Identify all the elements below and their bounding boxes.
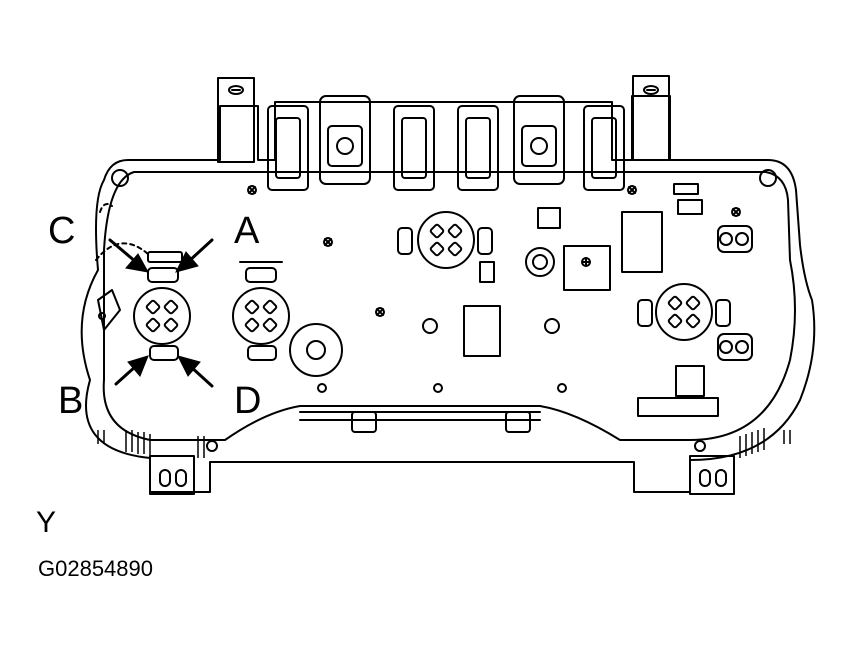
connector-socket xyxy=(393,105,435,191)
bulb-socket-center xyxy=(232,287,290,345)
arrow-b xyxy=(114,355,149,386)
connector-socket xyxy=(267,105,309,191)
view-label: Y xyxy=(36,506,57,539)
arrow-d xyxy=(177,355,214,388)
callout-label-b: B xyxy=(58,380,84,422)
callout-label-a: A xyxy=(234,210,260,252)
boss-small xyxy=(525,247,555,277)
connector-socket xyxy=(583,105,625,191)
inner-frame xyxy=(102,171,796,441)
connector-socket xyxy=(457,105,499,191)
boss-large xyxy=(289,323,343,377)
bulb-socket-right xyxy=(655,283,713,341)
figure-code: G02854890 xyxy=(38,556,153,581)
screw xyxy=(323,237,333,247)
screw xyxy=(627,185,637,195)
screw xyxy=(581,257,591,267)
bulb-socket-left xyxy=(133,287,191,345)
lamp-socket xyxy=(319,95,371,185)
screw xyxy=(247,185,257,195)
lamp-socket xyxy=(513,95,565,185)
bottom-tab-left xyxy=(149,455,195,495)
housing-outline xyxy=(80,95,816,493)
top-tab-left xyxy=(217,77,255,163)
screw xyxy=(731,207,741,217)
screw xyxy=(375,307,385,317)
arrow-a xyxy=(175,238,214,273)
callout-label-c: C xyxy=(48,210,76,252)
bulb-socket-upper xyxy=(417,211,475,269)
arrow-c xyxy=(108,238,149,273)
top-tab-right xyxy=(632,75,670,161)
bottom-tab-right xyxy=(689,455,735,495)
housing-ribs xyxy=(97,428,791,458)
callout-label-d: D xyxy=(234,380,262,422)
